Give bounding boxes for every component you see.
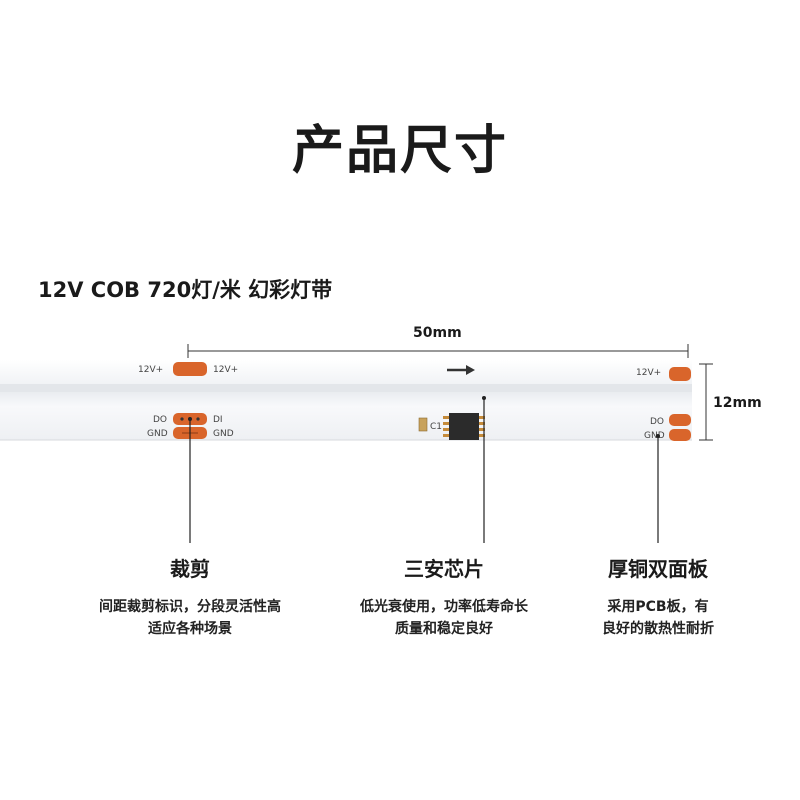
led-strip-diagram: 12V+ 12V+ 12V+ DO DI GND GND DO GND C1 [0,344,713,543]
callout-pcb-title: 厚铜双面板 [608,557,708,581]
callout-pcb-line1: 采用PCB板，有 [607,599,709,615]
label-12v-right: 12V+ [636,368,661,378]
page-title: 产品尺寸 [291,121,508,181]
callout-pcb: 厚铜双面板 采用PCB板，有 良好的散热性耐折 [568,553,748,640]
pad-gnd-right [669,429,691,441]
pad-12v-right [669,367,691,381]
callout-chip-line1: 低光衰使用，功率低寿命长 [360,599,528,615]
strip-body [0,360,692,441]
callout-cutting: 裁剪 间距裁剪标识，分段灵活性高 适应各种场景 [60,553,320,640]
callout-cutting-title: 裁剪 [170,557,210,581]
pad-12v-left [173,362,207,376]
label-gnd-right: GND [644,431,665,441]
product-subtitle: 12V COB 720灯/米 幻彩灯带 [38,278,333,302]
callout-chip-title: 三安芯片 [404,557,484,581]
callout-leader-lines [188,396,660,543]
capacitor-c1: C1 [418,417,442,432]
callout-cutting-line1: 间距裁剪标识，分段灵活性高 [99,599,281,615]
label-do-left: DO [153,415,167,425]
callout-pcb-line2: 良好的散热性耐折 [602,621,714,637]
left-solder-pads [173,362,207,439]
label-do-right: DO [650,417,664,427]
right-solder-pads [669,367,691,441]
callout-cutting-line2: 适应各种场景 [148,621,232,637]
width-dimension-label: 12mm [713,395,762,411]
pad-do-right [669,414,691,426]
label-12v-mid: 12V+ [213,365,238,375]
label-gnd-left: GND [147,429,168,439]
label-di-left: DI [213,415,223,425]
length-dimension-label: 50mm [413,325,462,341]
label-12v-left: 12V+ [138,365,163,375]
callout-chip-line2: 质量和稳定良好 [395,621,493,637]
label-gnd-mid: GND [213,429,234,439]
callout-chip: 三安芯片 低光衰使用，功率低寿命长 质量和稳定良好 [324,553,564,640]
label-c1: C1 [430,422,442,432]
width-dimension-line [699,363,713,441]
direction-arrow-icon [447,365,475,375]
ic-chip [443,413,485,440]
length-dimension-line [187,344,689,358]
